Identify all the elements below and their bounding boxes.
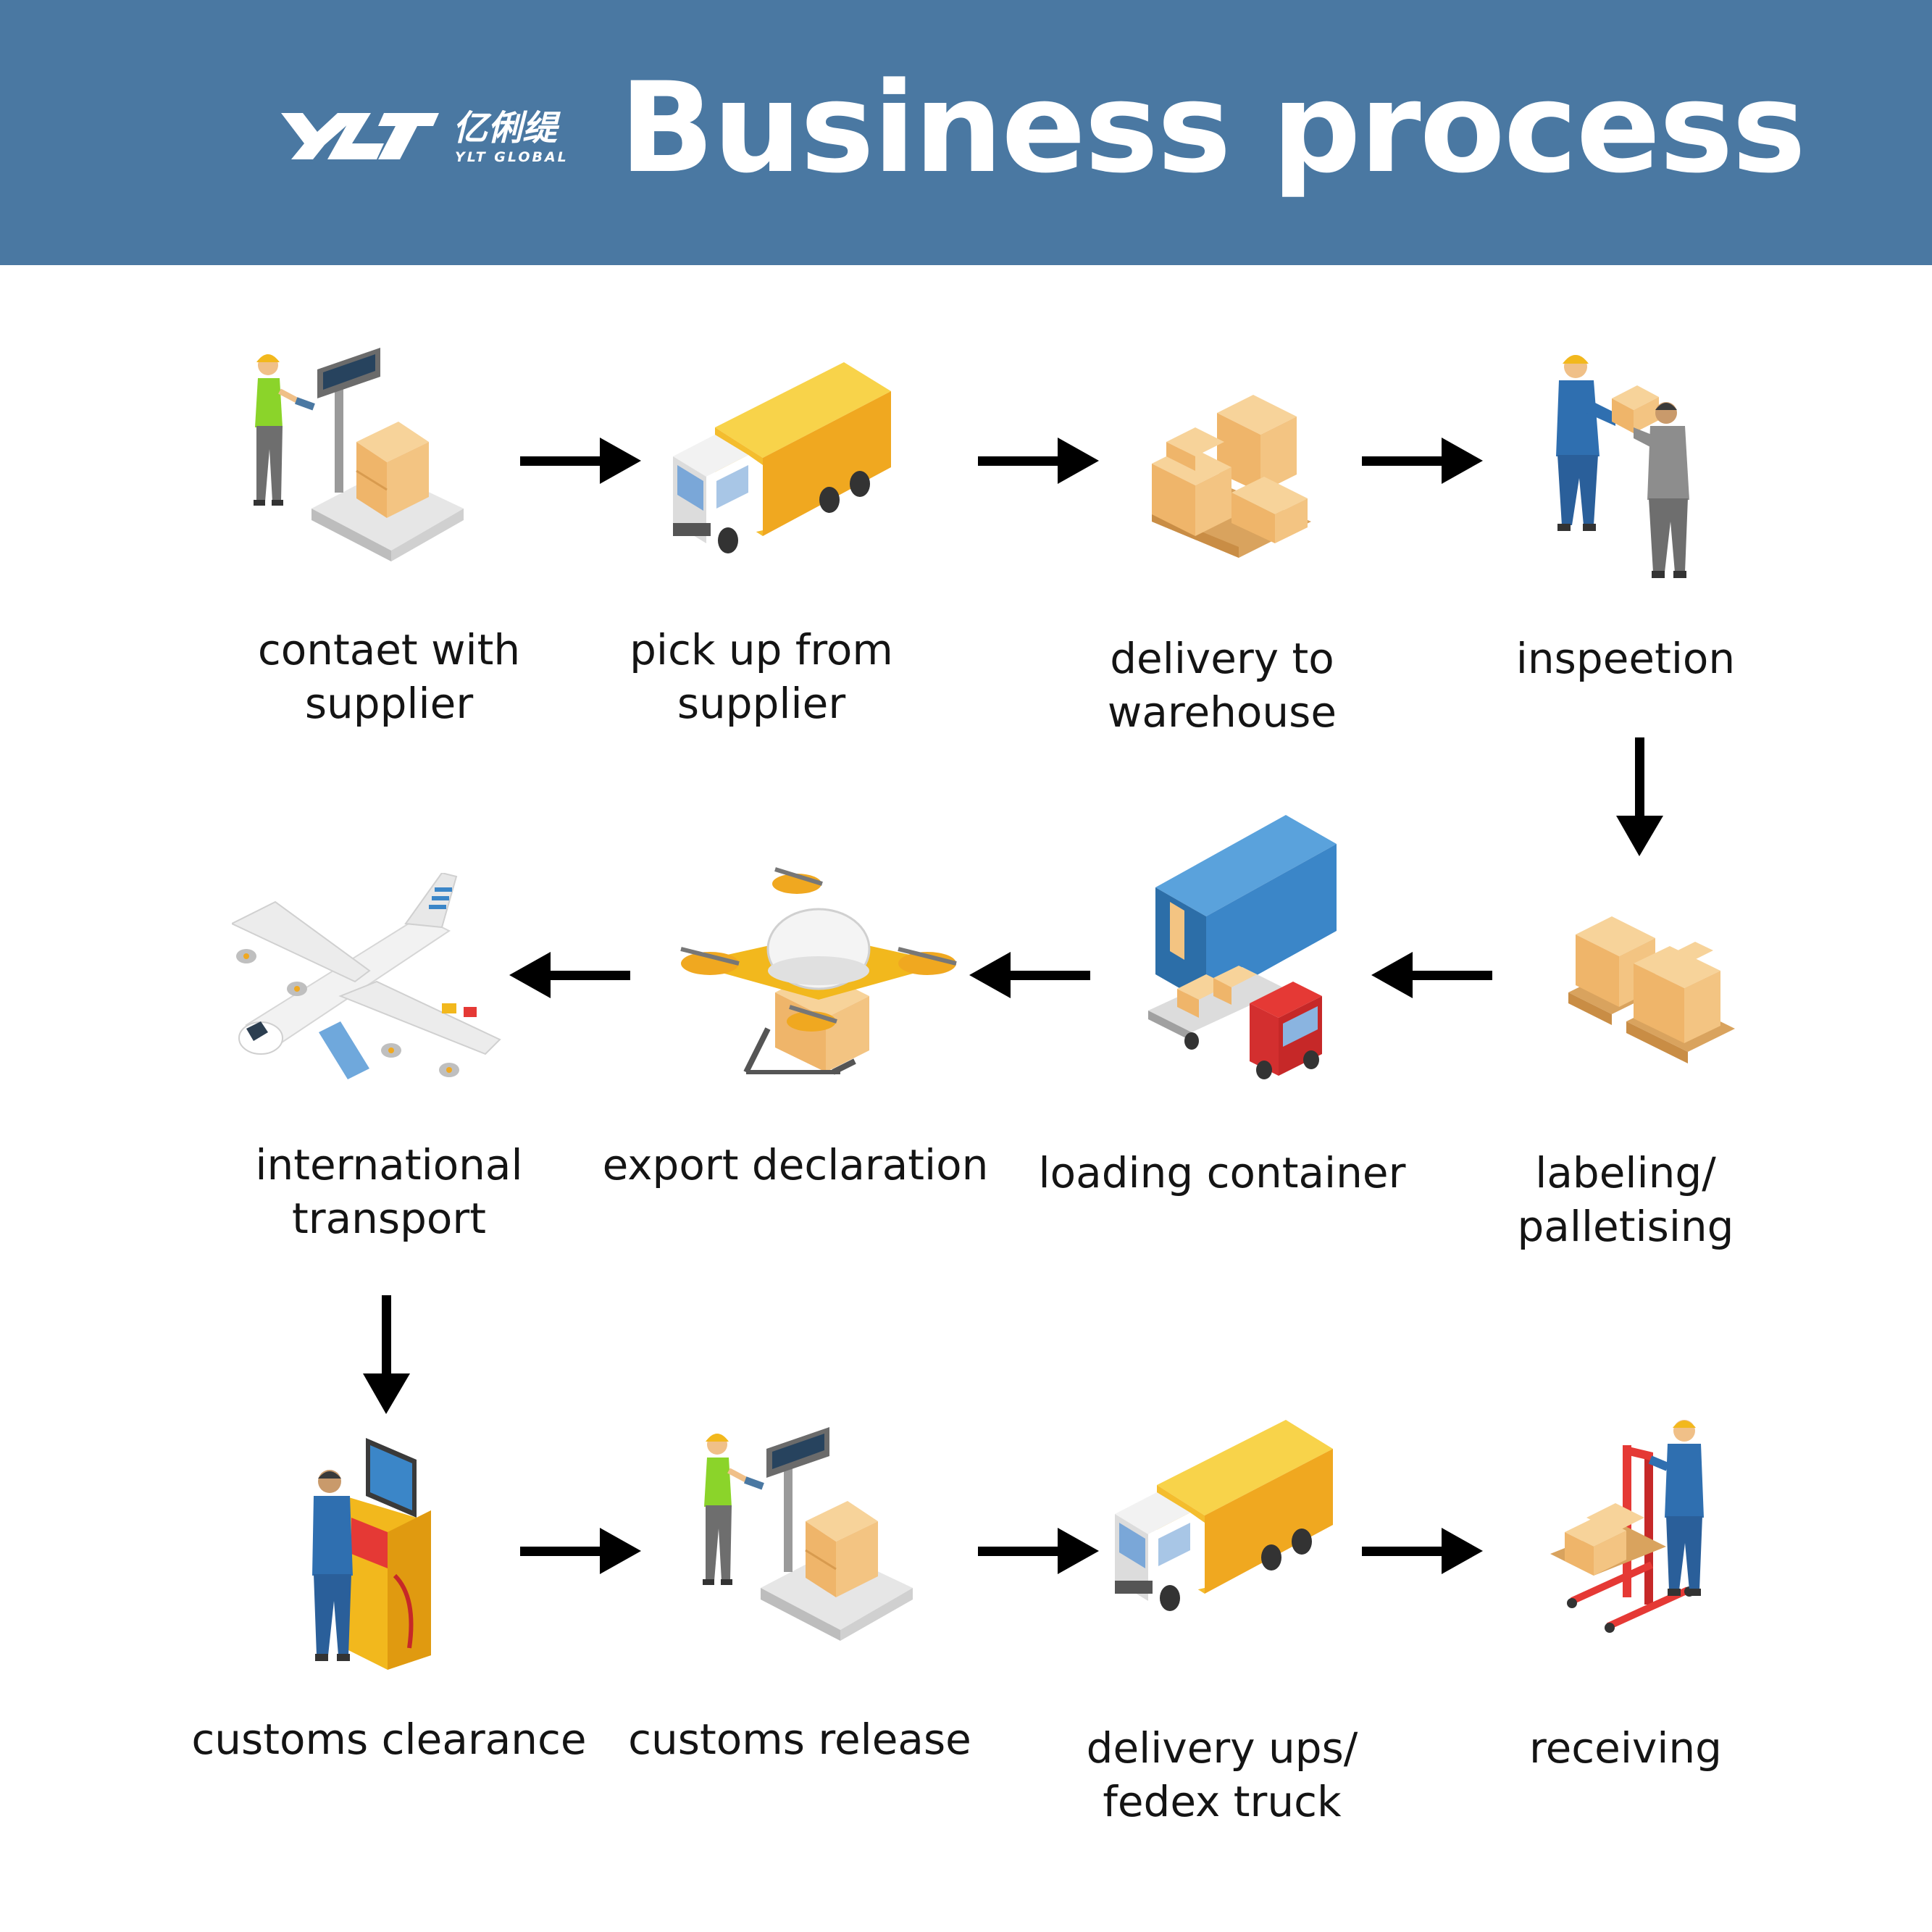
ylt-logo-icon [281, 113, 439, 159]
worker-weighing-scale-icon [703, 1427, 913, 1641]
step-label-loading-container: loading container [1038, 1148, 1406, 1197]
handover-package-icon [1556, 355, 1689, 578]
arrow-left-icon [1371, 952, 1492, 998]
arrow-right-icon [978, 438, 1099, 484]
logo-english-text: YLT GLOBAL [455, 149, 569, 165]
step-label-export-declaration: export declaration [602, 1140, 989, 1189]
worker-weighing-scale-icon [254, 348, 464, 561]
step-label-customs-release: customs release [628, 1715, 971, 1764]
cargo-airplane-icon [232, 873, 501, 1079]
page-title: Business process [619, 55, 1806, 201]
arrow-left-icon [509, 952, 630, 998]
arrow-right-icon [520, 1528, 641, 1574]
step-label-delivery-ups-fedex: delivery ups/ fedex truck [1086, 1723, 1358, 1826]
delivery-drone-icon [680, 867, 957, 1075]
arrow-left-icon [969, 952, 1090, 998]
yellow-box-truck-icon [673, 362, 891, 553]
step-label-international-transport: international transport [255, 1140, 523, 1243]
step-label-pick-up: pick up from supplier [630, 625, 893, 728]
step-label-contact-supplier: contaet with supplier [257, 625, 521, 728]
arrow-down-icon [363, 1295, 410, 1414]
arrow-right-icon [978, 1528, 1099, 1574]
step-label-customs-clearance: customs clearance [191, 1715, 587, 1764]
header-banner: 亿俐缇 YLT GLOBAL Business process [0, 0, 1932, 265]
arrow-right-icon [520, 438, 641, 484]
customs-terminal-icon [312, 1438, 431, 1670]
arrow-down-icon [1616, 737, 1663, 856]
palletized-boxes-icon [1568, 916, 1735, 1063]
step-label-delivery-warehouse: delivery to warehouse [1107, 634, 1337, 737]
logo-chinese-text: 亿俐缇 [453, 108, 558, 149]
stacked-boxes-pallet-icon [1152, 395, 1311, 558]
container-loading-truck-icon [1148, 815, 1337, 1079]
yellow-box-truck-icon [1115, 1420, 1333, 1611]
step-label-receiving: receiving [1529, 1723, 1722, 1773]
arrow-right-icon [1362, 1528, 1483, 1574]
step-label-inspection: inspeetion [1515, 634, 1736, 683]
pallet-stacker-worker-icon [1550, 1420, 1704, 1633]
step-label-labeling: labeling/ palletising [1517, 1148, 1734, 1251]
arrow-right-icon [1362, 438, 1483, 484]
